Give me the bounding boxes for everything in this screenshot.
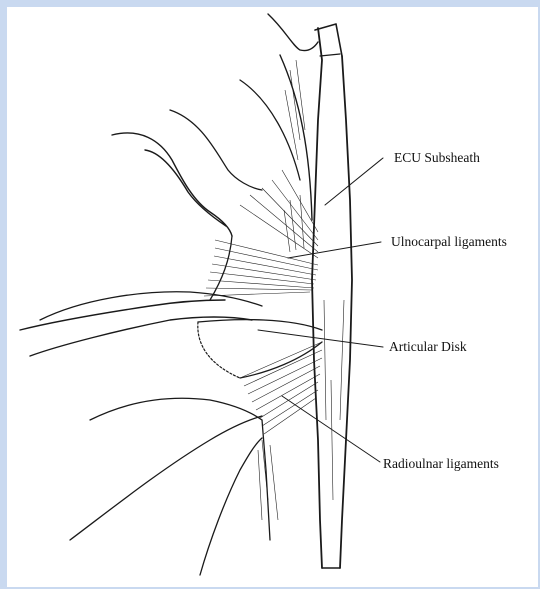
radioulnar-ligaments-label: Radioulnar ligaments bbox=[383, 456, 499, 471]
ecu-tendon bbox=[312, 24, 352, 568]
carpal-outline bbox=[112, 110, 262, 236]
ulnocarpal-ligaments-label: Ulnocarpal ligaments bbox=[391, 234, 507, 249]
articular-disk-label: Articular Disk bbox=[389, 339, 467, 354]
articular-leader-line bbox=[258, 330, 383, 347]
radioulnar-ligaments bbox=[240, 342, 322, 540]
radioulnar-leader-line bbox=[282, 396, 380, 462]
ecu-subsheath-label: ECU Subsheath bbox=[394, 150, 480, 165]
radius-outline bbox=[20, 292, 262, 575]
ulnocarpal-leader-line bbox=[288, 242, 381, 258]
ecu-leader-line bbox=[325, 158, 383, 205]
